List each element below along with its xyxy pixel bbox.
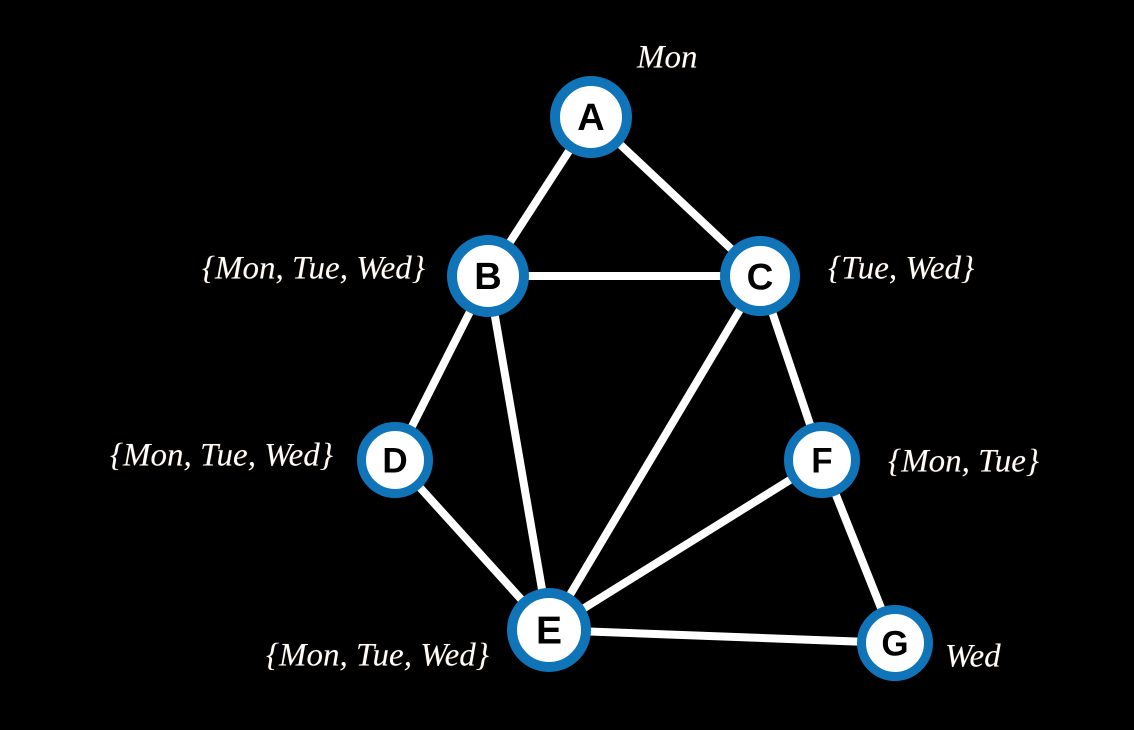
node-letter-b: B [474,256,501,298]
node-c[interactable]: C [720,236,800,316]
node-circle-e [507,588,591,672]
edge-c-e [545,273,764,633]
edge-b-e [484,275,553,631]
domain-label-c: {Tue, Wed} [828,250,975,287]
node-letter-d: D [382,442,407,481]
node-letter-f: F [811,442,832,481]
node-circle-a [550,76,632,158]
node-a[interactable]: A [550,76,632,158]
node-circle-c [720,236,800,316]
node-circle-f [784,422,860,498]
nodes-layer: A B C D E F G [357,76,933,681]
node-b[interactable]: B [447,235,529,317]
domain-label-d: {Mon, Tue, Wed} [109,437,333,474]
domain-label-g: Wed [945,638,1001,675]
node-f[interactable]: F [784,422,860,498]
edge-e-f [546,456,825,634]
node-g[interactable]: G [857,605,933,681]
node-d[interactable]: D [357,422,433,498]
node-circle-b [447,235,529,317]
node-circle-g [857,605,933,681]
node-letter-c: C [747,257,774,298]
node-letter-e: E [536,610,562,653]
node-e[interactable]: E [507,588,591,672]
edges-layer [391,114,899,647]
domain-label-a: Mon [637,39,698,76]
domain-label-f: {Mon, Tue} [888,443,1040,480]
edge-e-g [548,626,896,647]
node-circle-d [357,422,433,498]
node-letter-g: G [881,625,908,664]
domain-label-e: {Mon, Tue, Wed} [265,637,489,674]
node-letter-a: A [577,97,604,139]
domain-label-b: {Mon, Tue, Wed} [201,250,425,287]
